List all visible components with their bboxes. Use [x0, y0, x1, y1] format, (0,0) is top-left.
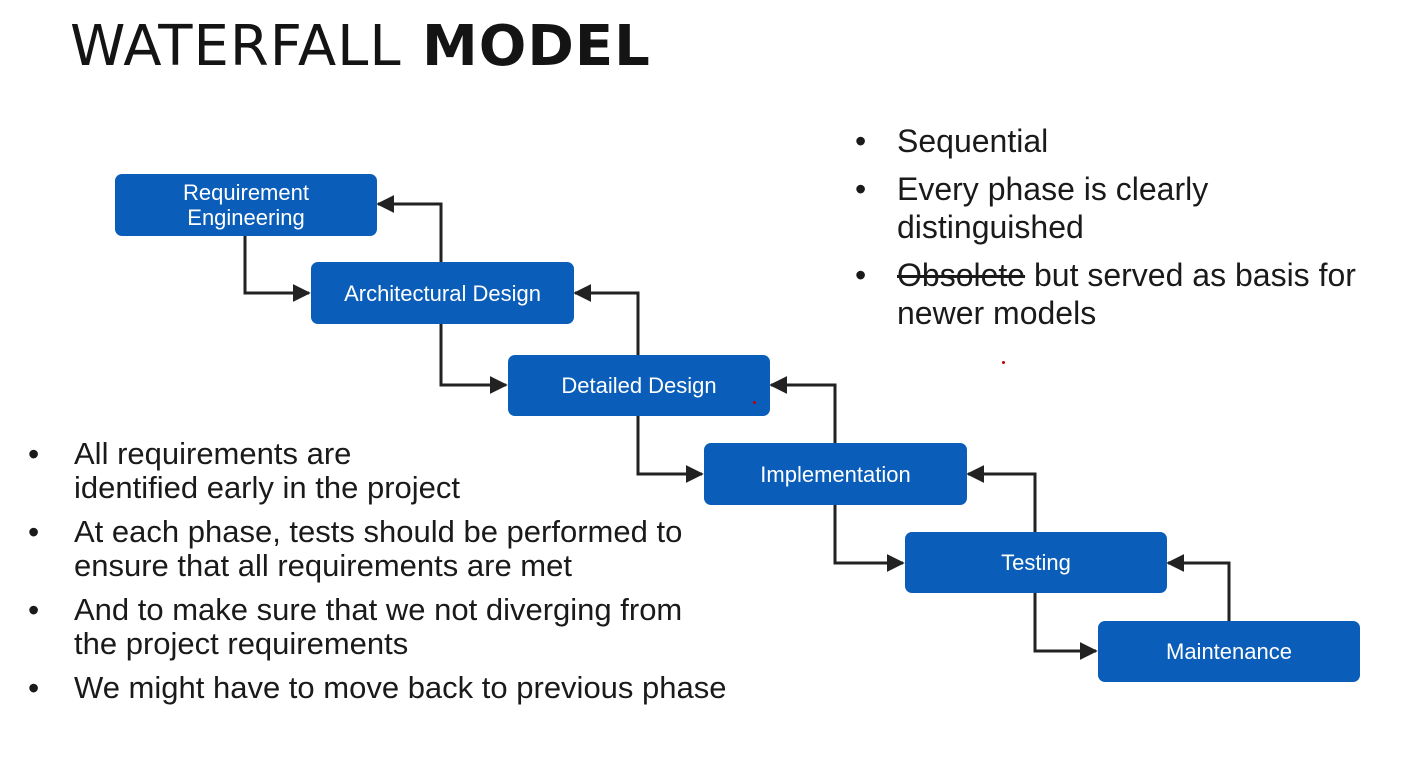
bullet-text: but served as basis for newer models — [897, 257, 1356, 331]
title-light: WATERFALL — [70, 14, 402, 79]
struck-text: Obsolete — [897, 257, 1026, 293]
forward-arrow-3 — [636, 416, 704, 483]
back-arrow-4 — [966, 465, 1037, 532]
back-arrow-3 — [769, 376, 837, 443]
phase-testing: Testing — [905, 532, 1167, 593]
back-arrow-5 — [1166, 554, 1231, 621]
bullet-text: Every phase is clearly distinguished — [897, 171, 1209, 245]
list-item: • At each phase, tests should be performe… — [28, 515, 728, 583]
bullet-text: We might have to move back to previous p… — [74, 670, 727, 705]
list-item: • Obsolete but served as basis for newer … — [855, 256, 1375, 332]
bullet-text: At each phase, tests should be performed… — [74, 514, 683, 583]
bullet-icon: • — [28, 514, 40, 550]
bullet-icon: • — [28, 592, 40, 628]
list-item: • And to make sure that we not diverging … — [28, 593, 728, 661]
bullet-icon: • — [855, 171, 867, 207]
bullet-icon: • — [855, 123, 867, 159]
forward-arrow-5 — [1033, 593, 1098, 660]
back-arrow-1 — [376, 195, 443, 262]
bullet-icon: • — [855, 257, 867, 293]
title-bold: MODEL — [422, 14, 651, 79]
stray-red-dot — [1002, 361, 1005, 364]
back-arrow-2 — [573, 284, 640, 355]
left-bullet-list: • All requirements are identified early i… — [28, 437, 728, 715]
bullet-icon: • — [28, 436, 40, 472]
list-item: • Sequential — [855, 122, 1375, 160]
phase-requirement-engineering: Requirement Engineering — [115, 174, 377, 236]
bullet-icon: • — [28, 670, 40, 706]
bullet-text: Sequential — [897, 123, 1049, 159]
phase-detailed-design: Detailed Design — [508, 355, 770, 416]
phase-implementation: Implementation — [704, 443, 967, 505]
forward-arrow-2 — [439, 324, 508, 394]
slide-title: WATERFALL MODEL — [70, 8, 651, 86]
phase-maintenance: Maintenance — [1098, 621, 1360, 682]
forward-arrow-4 — [833, 505, 905, 572]
right-bullet-list: • Sequential • Every phase is clearly dist… — [855, 122, 1375, 342]
stray-red-dot — [753, 401, 756, 404]
list-item: • Every phase is clearly distinguished — [855, 170, 1375, 246]
bullet-text: And to make sure that we not diverging f… — [74, 592, 683, 661]
phase-architectural-design: Architectural Design — [311, 262, 574, 324]
list-item: • We might have to move back to previous … — [28, 670, 728, 706]
forward-arrow-1 — [243, 236, 311, 302]
bullet-text: All requirements are identified early in… — [74, 436, 461, 505]
list-item: • All requirements are identified early i… — [28, 437, 728, 505]
